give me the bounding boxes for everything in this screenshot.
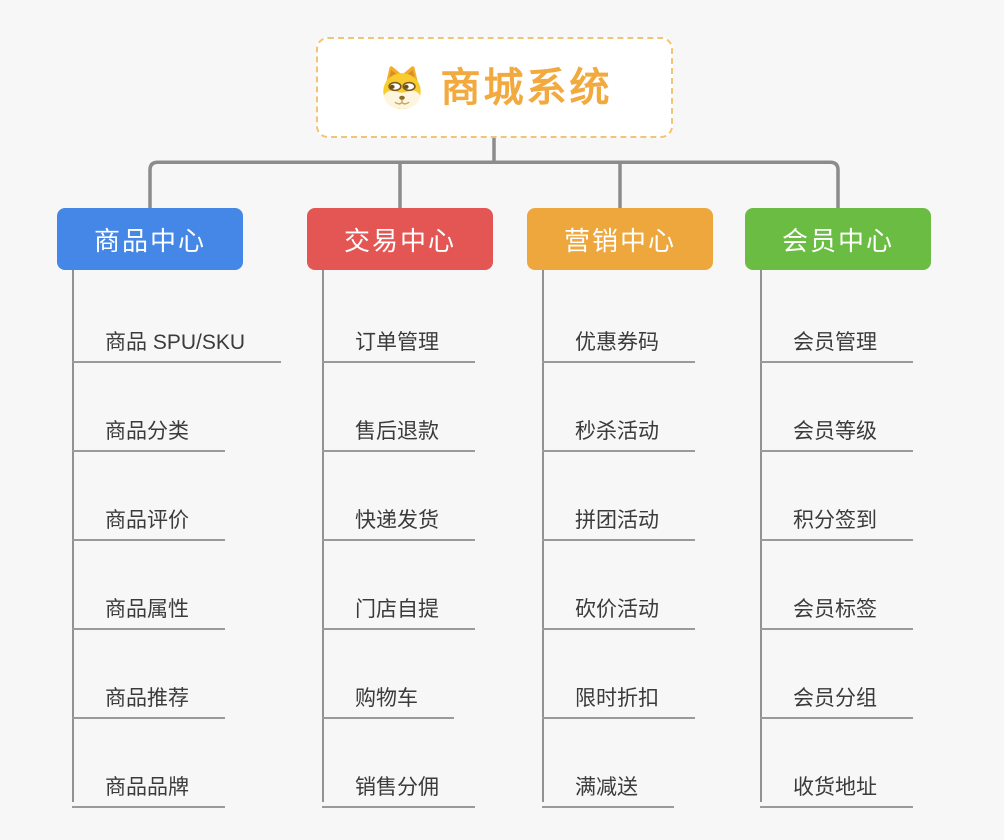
branch-trunk-line: [760, 270, 762, 802]
branch-trunk-line: [72, 270, 74, 802]
leaf-item[interactable]: 购物车: [322, 673, 454, 719]
leaf-item[interactable]: 商品分类: [72, 406, 225, 452]
leaf-item[interactable]: 售后退款: [322, 406, 475, 452]
branch-header-trade-center[interactable]: 交易中心: [307, 208, 493, 270]
leaf-item[interactable]: 优惠券码: [542, 317, 695, 363]
leaf-item[interactable]: 商品品牌: [72, 762, 225, 808]
branch-header-marketing-center[interactable]: 营销中心: [527, 208, 713, 270]
branch-trunk-line: [322, 270, 324, 802]
root-node[interactable]: 商城系统: [316, 37, 673, 138]
leaf-item[interactable]: 积分签到: [760, 495, 913, 541]
leaf-item[interactable]: 会员管理: [760, 317, 913, 363]
leaf-item[interactable]: 收货地址: [760, 762, 913, 808]
leaf-item[interactable]: 商品推荐: [72, 673, 225, 719]
leaf-item[interactable]: 满减送: [542, 762, 674, 808]
branch-header-product-center[interactable]: 商品中心: [57, 208, 243, 270]
branch-marketing-center: 营销中心 优惠券码 秒杀活动 拼团活动 砍价活动 限时折扣 满减送: [527, 0, 713, 840]
leaf-item[interactable]: 订单管理: [322, 317, 475, 363]
leaf-item[interactable]: 门店自提: [322, 584, 475, 630]
leaf-item[interactable]: 商品属性: [72, 584, 225, 630]
leaf-item[interactable]: 会员分组: [760, 673, 913, 719]
branch-product-center: 商品中心 商品 SPU/SKU 商品分类 商品评价 商品属性 商品推荐 商品品牌: [57, 0, 282, 840]
branch-header-member-center[interactable]: 会员中心: [745, 208, 931, 270]
leaf-item[interactable]: 会员等级: [760, 406, 913, 452]
leaf-item[interactable]: 会员标签: [760, 584, 913, 630]
branch-trunk-line: [542, 270, 544, 802]
leaf-item[interactable]: 商品 SPU/SKU: [72, 317, 282, 363]
leaf-item[interactable]: 秒杀活动: [542, 406, 695, 452]
doge-icon: [382, 65, 421, 109]
leaf-item[interactable]: 快递发货: [322, 495, 475, 541]
leaf-item[interactable]: 销售分佣: [322, 762, 475, 808]
leaf-item[interactable]: 限时折扣: [542, 673, 695, 719]
branch-member-center: 会员中心 会员管理 会员等级 积分签到 会员标签 会员分组 收货地址: [745, 0, 931, 840]
leaf-item[interactable]: 砍价活动: [542, 584, 695, 630]
leaf-item[interactable]: 商品评价: [72, 495, 225, 541]
root-title: 商城系统: [440, 65, 613, 110]
branch-trade-center: 交易中心 订单管理 售后退款 快递发货 门店自提 购物车 销售分佣: [307, 0, 493, 840]
leaf-item[interactable]: 拼团活动: [542, 495, 695, 541]
